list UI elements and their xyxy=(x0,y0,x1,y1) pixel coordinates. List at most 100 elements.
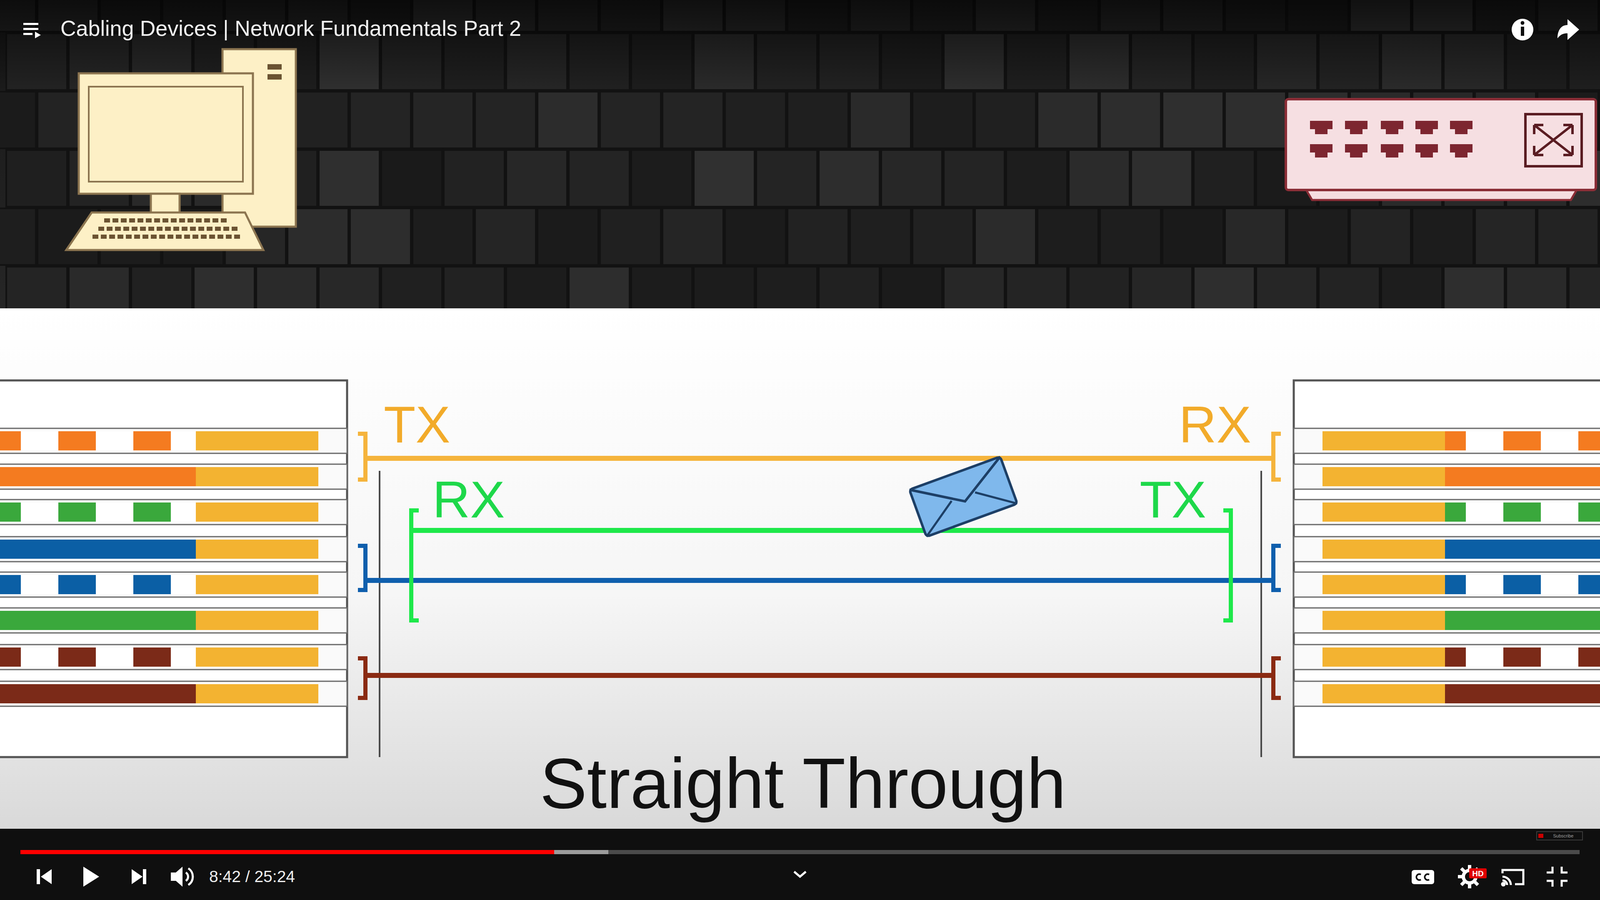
switch-icon xyxy=(1285,99,1596,190)
tile-pattern xyxy=(1225,91,1286,149)
rj45-connector xyxy=(195,502,319,522)
rj45-connector xyxy=(0,644,1600,670)
tile-pattern xyxy=(1287,208,1349,265)
captions-button xyxy=(1411,870,1435,885)
switch-ports xyxy=(1315,152,1328,158)
keyboard-keys xyxy=(234,234,240,239)
housing-edge xyxy=(378,470,381,758)
playlist-icon xyxy=(23,27,39,30)
switch-ports xyxy=(1310,144,1333,153)
tile-pattern xyxy=(381,150,443,207)
pair-lines xyxy=(365,577,1274,583)
rj45-connector xyxy=(0,380,1600,758)
tile-pattern xyxy=(600,208,661,265)
tile-pattern xyxy=(1443,266,1505,309)
switch-ports xyxy=(1310,120,1473,158)
switch-ports xyxy=(1450,120,1473,135)
housing-edge xyxy=(1260,470,1263,758)
previous-button xyxy=(36,869,40,885)
keyboard-keys xyxy=(154,218,160,223)
tile-pattern xyxy=(881,150,943,207)
switch-ports xyxy=(1345,120,1368,135)
tile-pattern xyxy=(0,91,36,149)
rj45-connector xyxy=(0,380,348,758)
rj45-connector xyxy=(1445,431,1600,451)
keyboard-keys xyxy=(209,234,215,239)
info-icon xyxy=(1520,26,1525,36)
keyboard-keys xyxy=(198,226,205,231)
keyboard-keys xyxy=(173,226,180,231)
rj45-connector xyxy=(0,681,1600,707)
cast-icon xyxy=(1502,882,1505,886)
rj45-connector xyxy=(0,647,196,667)
keyboard-keys xyxy=(123,226,130,231)
playlist-icon xyxy=(23,22,39,25)
tile-pattern xyxy=(256,266,318,309)
computer-icon xyxy=(267,64,282,70)
rj45-connector xyxy=(0,464,348,490)
pair-lines xyxy=(411,527,1231,533)
signal-name: TX xyxy=(383,398,451,451)
keyboard-keys xyxy=(117,234,124,239)
tile-pattern xyxy=(631,150,693,207)
dark-background xyxy=(0,0,1600,309)
rj45-connector xyxy=(0,499,348,525)
switch-ports xyxy=(1420,129,1433,135)
switch-ports xyxy=(1310,144,1333,158)
tile-pattern xyxy=(0,208,36,265)
rj45-connector xyxy=(1322,539,1445,559)
tile-pattern xyxy=(1350,208,1411,265)
tile-pattern xyxy=(662,91,724,149)
tile-pattern xyxy=(1537,208,1599,265)
tile-pattern xyxy=(1037,208,1099,265)
tile-pattern xyxy=(6,266,68,309)
timestamp: 8:42 / 25:24 xyxy=(209,867,295,887)
rj45-connector xyxy=(0,428,348,454)
pair-lines xyxy=(411,510,419,621)
info-icon xyxy=(1511,18,1534,41)
tile-pattern xyxy=(318,150,380,207)
next-button xyxy=(131,869,147,885)
rj45-connector xyxy=(0,610,196,630)
play-button xyxy=(83,866,100,887)
tile-pattern xyxy=(1381,266,1443,309)
packet-envelope xyxy=(917,480,1018,537)
tile-pattern xyxy=(381,266,443,309)
keyboard-keys xyxy=(131,226,138,231)
signal-name: RX xyxy=(432,473,505,526)
pair-lines xyxy=(365,455,1274,461)
tile-pattern xyxy=(6,150,68,207)
tile-pattern xyxy=(1193,266,1255,309)
tile-pattern xyxy=(725,208,786,265)
keyboard-keys xyxy=(115,226,121,231)
keyboard-keys xyxy=(220,218,227,223)
rj45-connector xyxy=(0,647,196,667)
tile-pattern xyxy=(1068,150,1130,207)
rj45-connector xyxy=(195,431,319,451)
rj45-connector xyxy=(0,575,196,595)
rj45-connector xyxy=(0,467,196,487)
switch-ports xyxy=(1345,144,1368,158)
keyboard-keys xyxy=(225,234,232,239)
keyboard-keys xyxy=(162,218,169,223)
pair-lines xyxy=(357,545,366,590)
tile-pattern xyxy=(600,91,661,149)
keyboard-keys xyxy=(190,226,196,231)
rj45-connector xyxy=(0,464,1600,490)
tile-pattern xyxy=(975,91,1036,149)
subscribe-watermark xyxy=(1538,833,1544,838)
keyboard-keys xyxy=(192,234,199,239)
rj45-connector xyxy=(0,431,196,451)
tile-pattern xyxy=(1475,208,1536,265)
keyboard-keys xyxy=(150,234,157,239)
rj45-connector xyxy=(1322,467,1445,487)
keyboard-keys xyxy=(134,234,140,239)
switch-ports xyxy=(1350,129,1363,135)
keyboard-keys xyxy=(100,234,107,239)
tile-pattern xyxy=(787,91,849,149)
keyboard-keys xyxy=(129,218,135,223)
keyboard-keys xyxy=(181,226,188,231)
rj45-connector xyxy=(0,572,1600,598)
rj45-connector xyxy=(0,502,196,522)
